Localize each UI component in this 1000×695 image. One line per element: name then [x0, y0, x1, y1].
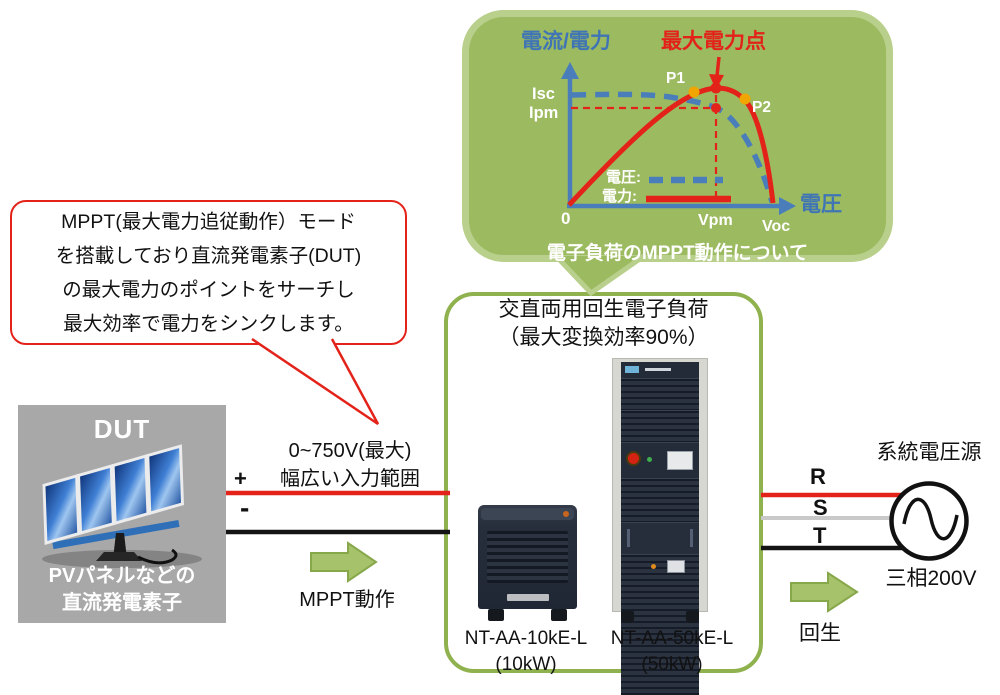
- minus-terminal-label: -: [240, 492, 250, 523]
- rack-switch: [667, 560, 685, 573]
- chart-x-axis-label: 電圧: [800, 193, 842, 216]
- unit-brand-plate: [506, 594, 549, 601]
- phase-r-label: R: [810, 464, 826, 489]
- mppt-arrow-label: MPPT動作: [299, 589, 395, 611]
- large-unit-power: (50kW): [641, 654, 703, 675]
- chart-y-axis-label: 電流/電力: [521, 30, 611, 53]
- rack-panel-band: [621, 522, 699, 555]
- rack-caster: [686, 611, 699, 623]
- ipm-label: Ipm: [529, 104, 559, 122]
- legend-power-label: 電力:: [602, 188, 637, 205]
- unit-foot: [488, 609, 504, 621]
- legend-voltage-label: 電圧:: [606, 169, 641, 186]
- large-load-rack-image: [612, 358, 708, 695]
- unit-vent-grille: [487, 531, 568, 583]
- rack-vent-band: [621, 554, 699, 695]
- rack-face: [621, 362, 699, 695]
- p1-label: P1: [666, 70, 685, 87]
- rack-vent-band: [621, 478, 699, 523]
- voc-label: Voc: [762, 218, 791, 235]
- rack-logo-band: [621, 362, 699, 378]
- rack-caster: [621, 611, 634, 623]
- dut-caption-line-2: 直流発電素子: [62, 592, 182, 614]
- load-box-title-line-2: （最大変換効率90%）: [498, 326, 709, 349]
- vpm-label: Vpm: [698, 212, 733, 229]
- phase-t-label: T: [813, 523, 827, 548]
- small-unit-model: NT-AA-10kE-L: [464, 628, 588, 649]
- panel-cable: [137, 548, 178, 565]
- panel-base: [96, 552, 142, 561]
- emergency-stop-button: [628, 453, 639, 464]
- dut-caption-line-1: PVパネルなどの: [48, 565, 196, 587]
- mppt-flow-arrow-icon: [310, 541, 378, 583]
- solar-panel-image: [42, 444, 202, 568]
- large-unit-model: NT-AA-50kE-L: [610, 628, 734, 649]
- p2-label: P2: [752, 99, 771, 116]
- unit-power-led: [563, 511, 569, 517]
- callout-line-1: MPPT(最大電力追従動作）モード: [61, 210, 356, 233]
- ac-source-circle: [889, 481, 969, 561]
- panel-array: [42, 444, 184, 545]
- rack-led: [651, 564, 656, 569]
- callout-tail: [251, 337, 380, 426]
- rack-control-band: [621, 442, 699, 479]
- max-power-point-label: 最大電力点: [661, 30, 766, 53]
- dut-panel-box: DUT PVパネルなどの: [18, 405, 226, 623]
- unit-foot: [551, 609, 567, 621]
- status-led: [647, 457, 652, 462]
- unit-top-strip: [481, 508, 574, 520]
- input-range-label: 0~750V(最大) 幅広い入力範囲: [248, 437, 452, 493]
- input-range-line-1: 0~750V(最大): [288, 440, 412, 462]
- callout-line-3: の最大電力のポイントをサーチし: [62, 278, 355, 301]
- large-unit-label: NT-AA-50kE-L (50kW): [594, 626, 750, 678]
- plus-terminal-label: +: [234, 466, 247, 491]
- rack-vent-band: [621, 410, 699, 443]
- regen-arrow-label: 回生: [799, 622, 841, 645]
- dut-caption: PVパネルなどの 直流発電素子: [18, 563, 226, 617]
- callout-line-4: 最大効率で電力をシンクします。: [63, 312, 354, 335]
- rack-display: [667, 451, 693, 470]
- callout-line-2: を搭載しており直流発電素子(DUT): [55, 244, 362, 267]
- origin-label: 0: [561, 209, 571, 228]
- input-range-line-2: 幅広い入力範囲: [280, 468, 420, 490]
- isc-label: Isc: [532, 85, 555, 103]
- regen-flow-arrow-icon: [790, 571, 859, 613]
- mppt-callout-bubble: MPPT(最大電力追従動作）モード を搭載しており直流発電素子(DUT) の最大…: [10, 200, 407, 345]
- phase-s-label: S: [813, 495, 828, 520]
- small-load-unit-image: [478, 505, 577, 621]
- rack-vent-band: [621, 378, 699, 411]
- sine-wave-icon: [902, 497, 959, 541]
- load-box-title: 交直両用回生電子負荷 （最大変換効率90%）: [444, 296, 763, 352]
- dut-title: DUT: [93, 414, 151, 444]
- chart-caption: 電子負荷のMPPT動作について: [546, 243, 809, 264]
- small-unit-label: NT-AA-10kE-L (10kW): [452, 626, 600, 678]
- small-unit-power: (10kW): [495, 654, 557, 675]
- load-box-title-line-1: 交直両用回生電子負荷: [498, 298, 709, 321]
- grid-voltage-label: 三相200V: [885, 567, 977, 590]
- grid-source-label: 系統電圧源: [876, 441, 982, 464]
